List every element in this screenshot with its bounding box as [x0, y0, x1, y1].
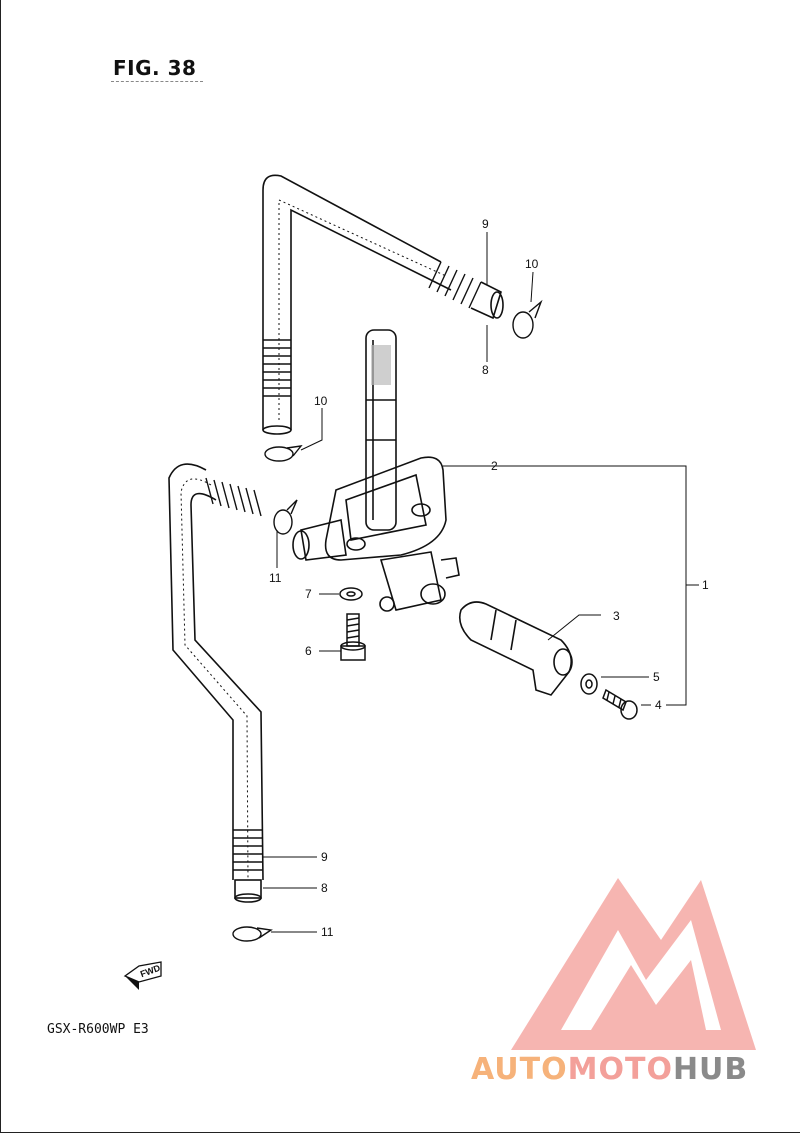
callout-6: 6 [305, 644, 312, 658]
bolt-6 [340, 613, 366, 661]
washer-7 [339, 587, 363, 601]
callout-1: 1 [702, 578, 709, 592]
figure-title: FIG. 38 [113, 56, 197, 80]
hose-clip-upper [512, 299, 543, 339]
callout-10-upper: 10 [525, 257, 539, 271]
upper-hose-end [470, 281, 504, 320]
fuel-cock-assembly [292, 329, 460, 612]
callout-5: 5 [653, 670, 660, 684]
hose-clip-lower [232, 926, 273, 942]
fuel-cock-lever [458, 601, 573, 696]
callout-3: 3 [613, 609, 620, 623]
hose-clip-middle [273, 499, 298, 535]
leader-lines [263, 232, 699, 933]
logo-part-moto: MOTO [567, 1052, 673, 1087]
logo-part-hub: HUB [672, 1052, 749, 1087]
hose-clip-left [264, 445, 303, 462]
callout-7: 7 [305, 587, 312, 601]
watermark-logo-text: AUTOMOTOHUB [471, 1052, 748, 1087]
callout-11-lower: 11 [321, 925, 334, 939]
upper-fuel-hose [262, 174, 452, 435]
callout-2: 2 [491, 459, 498, 473]
logo-part-auto: AUTO [471, 1052, 568, 1087]
callout-11-middle: 11 [269, 571, 282, 585]
callout-8-lower: 8 [321, 881, 328, 895]
watermark-logo-icon [511, 878, 756, 1050]
callout-4: 4 [655, 698, 662, 712]
lower-fuel-hose [168, 463, 264, 881]
fwd-arrow-icon [123, 961, 162, 990]
callout-9-lower: 9 [321, 850, 328, 864]
callout-9-upper: 9 [482, 217, 489, 231]
callout-8-upper: 8 [482, 363, 489, 377]
callout-10-left: 10 [314, 394, 328, 408]
screw-4 [602, 688, 638, 720]
lower-hose-corrugation [205, 477, 263, 871]
upper-hose-corrugation [263, 261, 482, 397]
lower-hose-end [234, 879, 262, 903]
title-underline [111, 81, 203, 82]
washer-5 [580, 673, 598, 695]
model-code: GSX-R600WP E3 [47, 1022, 149, 1037]
